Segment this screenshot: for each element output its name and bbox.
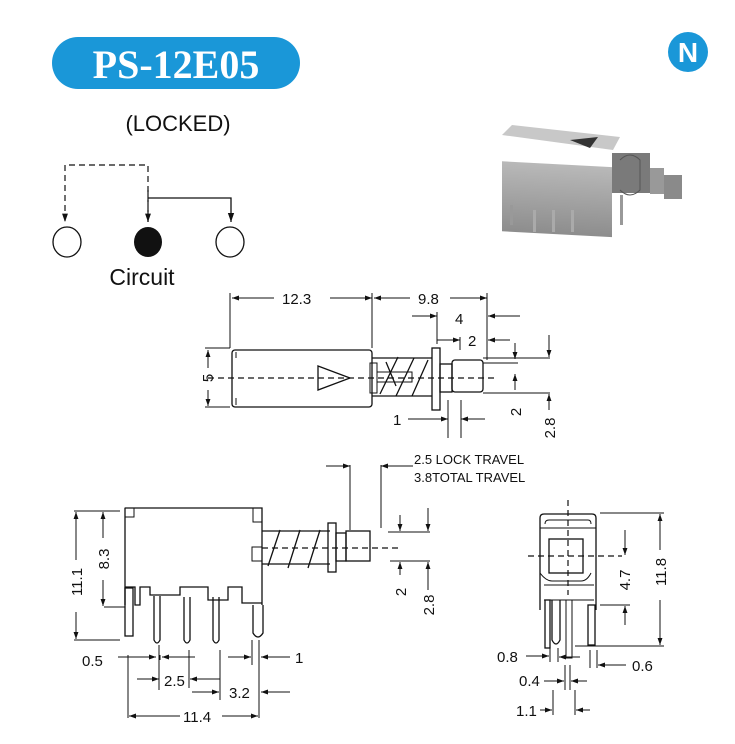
logo-letter: N <box>678 37 698 68</box>
locked-subtitle: (LOCKED) <box>125 111 230 136</box>
brand-logo: N <box>668 32 708 72</box>
dim-2-8-right: 2.8 <box>542 418 559 439</box>
dim-5: 5 <box>200 374 217 382</box>
dim-1-top: 1 <box>393 412 401 429</box>
dim-0-6: 0.6 <box>632 658 653 675</box>
dim-4: 4 <box>455 311 463 328</box>
side-view-drawing: 2.5 LOCK TRAVEL 3.8TOTAL TRAVEL 2 2.8 11… <box>69 452 525 726</box>
model-title: PS-12E05 <box>93 42 260 87</box>
model-title-badge: PS-12E05 <box>52 37 300 89</box>
dim-9-8: 9.8 <box>418 291 439 308</box>
dim-12-3: 12.3 <box>282 291 311 308</box>
total-travel-label: 3.8TOTAL TRAVEL <box>414 470 525 485</box>
dim-1-1: 1.1 <box>516 703 537 720</box>
dim-2-top: 2 <box>468 333 476 350</box>
dim-0-5: 0.5 <box>82 653 103 670</box>
circuit-label: Circuit <box>109 264 175 290</box>
dim-11-4: 11.4 <box>183 709 211 726</box>
dim-2-5: 2.5 <box>164 673 185 690</box>
dim-4-7: 4.7 <box>617 570 634 591</box>
product-photo <box>502 125 682 238</box>
dim-0-4: 0.4 <box>519 673 540 690</box>
dim-8-3: 8.3 <box>96 549 113 570</box>
lock-travel-label: 2.5 LOCK TRAVEL <box>414 452 524 467</box>
front-view-drawing: 4.7 11.8 0.8 0.6 0.4 1.1 <box>497 500 670 720</box>
terminal-open-left <box>52 226 82 258</box>
dim-2-8-side: 2.8 <box>421 595 438 616</box>
circuit-diagram: Circuit <box>52 164 245 290</box>
top-view-drawing: 12.3 9.8 4 2 5 1 2 2.8 <box>200 291 559 438</box>
terminal-open-right <box>215 226 245 258</box>
terminal-common <box>134 227 162 257</box>
dim-3-2: 3.2 <box>229 685 250 702</box>
dim-1-side: 1 <box>295 650 303 667</box>
dim-0-8: 0.8 <box>497 649 518 666</box>
dim-11-8: 11.8 <box>653 558 670 586</box>
dim-11-1: 11.1 <box>69 568 86 596</box>
dim-2-right: 2 <box>508 408 525 416</box>
dim-2-side: 2 <box>393 588 410 596</box>
